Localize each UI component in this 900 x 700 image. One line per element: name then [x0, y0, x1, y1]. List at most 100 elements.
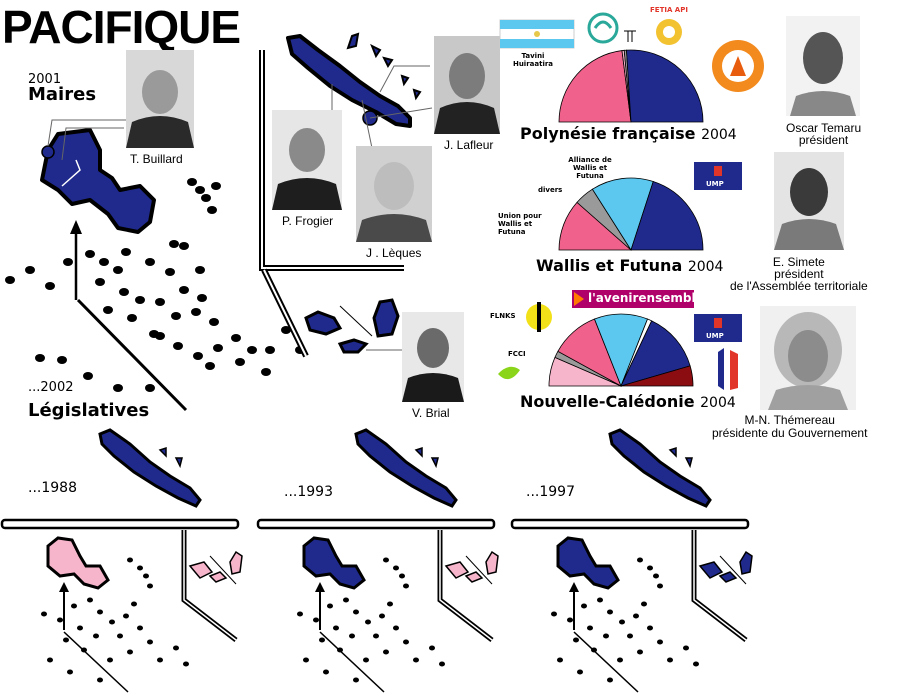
atoll-dot: [637, 557, 643, 563]
atoll-dot: [567, 617, 573, 623]
legislatives-label: Législatives: [28, 400, 150, 421]
atoll-dot: [127, 557, 133, 563]
atoll-dot: [209, 318, 219, 326]
atoll-dot: [145, 258, 155, 266]
atoll-dot: [383, 557, 389, 563]
atoll-dot: [171, 312, 181, 320]
atoll-dot: [191, 308, 201, 316]
atoll-dot: [231, 334, 241, 342]
atoll-dot: [41, 611, 47, 617]
atoll-dot: [135, 296, 145, 304]
atoll-dot: [319, 637, 325, 643]
atoll-dot: [71, 603, 77, 609]
caption-lafleur: J. Lafleur: [444, 138, 494, 152]
label-fcci: FCCI: [508, 350, 526, 358]
year-1988: ...1988: [28, 480, 77, 496]
atoll-dot: [117, 633, 123, 639]
ump-logo-caledonie-icon: [694, 314, 742, 342]
atoll-dot: [63, 637, 69, 643]
atoll-dot: [195, 266, 205, 274]
atoll-dot: [667, 657, 673, 663]
atoll-dot: [365, 619, 371, 625]
atoll-dot: [657, 583, 663, 589]
atoll-dot: [147, 639, 153, 645]
atoll-dot: [313, 617, 319, 623]
avenir-banner: l'avenirensemble: [572, 290, 704, 308]
atoll-dot: [165, 268, 175, 276]
simete-role2: de l'Assemblée territoriale: [730, 279, 868, 293]
atoll-dot: [103, 306, 113, 314]
atoll-dot: [109, 619, 115, 625]
avenir-play-icon: [574, 292, 584, 306]
year-1993: ...1993: [284, 484, 333, 500]
atoll-dot: [157, 657, 163, 663]
futuna-island: [304, 310, 343, 336]
label-union: Union pour Wallis et Futuna: [498, 212, 542, 236]
atoll-dot: [137, 625, 143, 631]
tavini-label: Tavini Huiraatira: [512, 52, 554, 68]
themereau-role: présidente du Gouvernement: [712, 426, 868, 440]
atoll-dot: [97, 609, 103, 615]
pie-caledonie: [548, 313, 694, 388]
flnks-logo-icon: [526, 302, 552, 332]
atoll-dot: [57, 617, 63, 623]
caption-themereau: M-N. Thémereau présidente du Gouvernemen…: [712, 414, 867, 440]
year-caledonie: 2004: [700, 395, 736, 411]
ump-logo-icon: [694, 162, 742, 190]
atoll-dot: [353, 677, 359, 683]
atoll-dot: [333, 625, 339, 631]
atoll-dot: [127, 314, 137, 322]
atoll-dot: [581, 603, 587, 609]
atoll-dot: [205, 362, 215, 370]
atoll-dot: [591, 647, 597, 653]
atoll-dot: [403, 639, 409, 645]
fetia-api-label: FETIA API: [650, 6, 688, 14]
photo-temaru: [786, 16, 860, 116]
papeete-marker: [41, 145, 55, 159]
atoll-dot: [85, 250, 95, 258]
history-map: [510, 428, 753, 693]
atoll-dot: [155, 298, 165, 306]
atoll-dot: [337, 647, 343, 653]
atoll-dot: [607, 677, 613, 683]
photo-simete: [774, 152, 844, 250]
atoll-dot: [195, 186, 205, 194]
atoll-dot: [439, 661, 445, 667]
atoll-dot: [349, 633, 355, 639]
atoll-dot: [187, 178, 197, 186]
atoll-dot: [213, 344, 223, 352]
atoll-dot: [657, 639, 663, 645]
atoll-dot: [403, 583, 409, 589]
atoll-dot: [131, 601, 137, 607]
atoll-dot: [99, 258, 109, 266]
fetia-api-logo-icon: [656, 19, 682, 45]
new-caledonia-island: [286, 34, 412, 128]
ump-label-wallis: UMP: [706, 180, 724, 188]
photo-brial: [402, 312, 464, 402]
atoll-dot: [387, 601, 393, 607]
atoll-dot: [265, 346, 275, 354]
atoll-dot: [143, 573, 149, 579]
atoll-dot: [57, 356, 67, 364]
atoll-dot: [113, 384, 123, 392]
atoll-dot: [683, 645, 689, 651]
mayors-year: 2001: [28, 72, 62, 87]
atoll-dot: [573, 637, 579, 643]
atoll-dot: [201, 194, 211, 202]
year-wallis: 2004: [687, 259, 724, 275]
atoll-dot: [261, 368, 271, 376]
atoll-dot: [113, 266, 123, 274]
atoll-dot: [25, 266, 35, 274]
pie-slice: [558, 50, 632, 123]
atoll-dot: [193, 352, 203, 360]
atoll-dot: [173, 645, 179, 651]
photo-buillard: [126, 50, 194, 148]
atoll-dot: [603, 633, 609, 639]
region-caledonie: Nouvelle-Calédonie: [520, 392, 695, 411]
atoll-dot: [197, 294, 207, 302]
atoll-dot: [363, 657, 369, 663]
atoll-dot: [619, 619, 625, 625]
atoll-dot: [379, 613, 385, 619]
caption-temaru: Oscar Temaru président: [786, 122, 861, 146]
atoll-dot: [343, 597, 349, 603]
